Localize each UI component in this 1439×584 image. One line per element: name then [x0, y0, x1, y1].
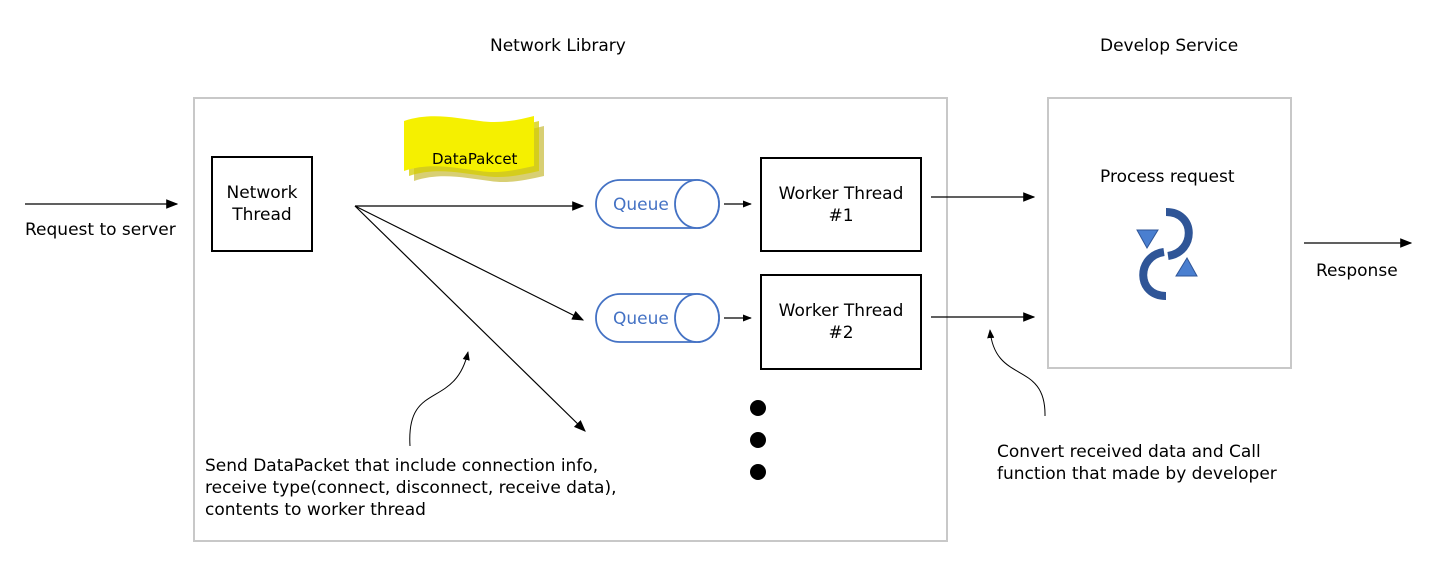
network-library-title: Network Library [490, 36, 626, 56]
queue-1-label: Queue [613, 195, 669, 215]
fanout-arrow-more [354, 205, 586, 432]
network-thread-box: Network Thread [211, 156, 313, 252]
process-request-label: Process request [1100, 167, 1235, 187]
develop-service-title: Develop Service [1100, 36, 1239, 56]
cycle-icon [1136, 208, 1198, 300]
request-to-server-label: Request to server [25, 220, 176, 240]
develop-service-panel [1047, 97, 1292, 369]
queue-2-shape [595, 293, 720, 343]
continuation-dot-1 [750, 400, 766, 416]
queue-1-shape [595, 179, 720, 229]
queue-2-label: Queue [613, 309, 669, 329]
fanout-arrow-queue2 [354, 205, 585, 321]
convert-data-note: Convert received data and Call function … [997, 442, 1277, 484]
continuation-dot-3 [750, 464, 766, 480]
send-note-callout-arrow [409, 351, 470, 447]
worker-thread-2-box: Worker Thread #2 [760, 274, 922, 370]
worker-thread-1-box: Worker Thread #1 [760, 157, 922, 252]
response-label: Response [1316, 261, 1398, 281]
continuation-dot-2 [750, 432, 766, 448]
data-packet-shape [404, 116, 544, 183]
data-packet-label: DataPakcet [432, 150, 518, 168]
send-datapacket-note: Send DataPacket that include connection … [205, 456, 617, 520]
convert-note-callout-arrow [987, 329, 1046, 417]
